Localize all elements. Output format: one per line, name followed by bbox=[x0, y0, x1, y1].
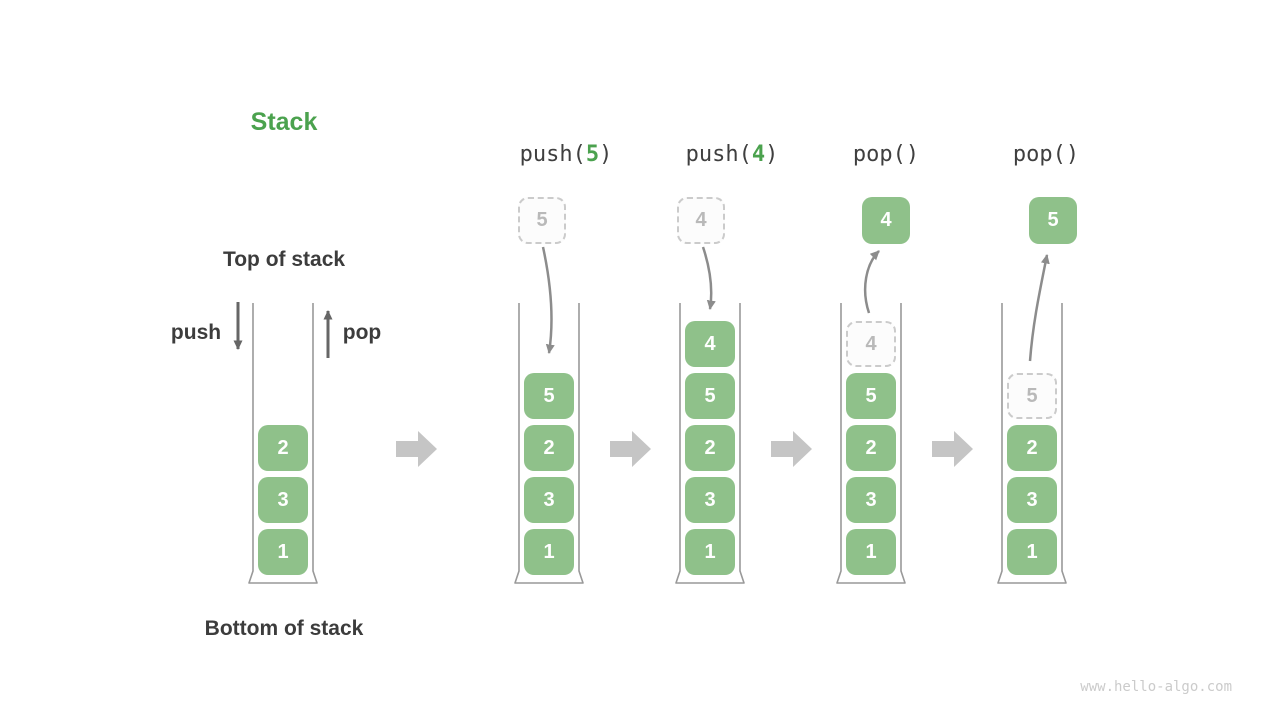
stack-item: 2 bbox=[1007, 425, 1057, 471]
operation-text: pop() bbox=[852, 142, 920, 167]
stack-container bbox=[248, 303, 318, 584]
stack-item: 3 bbox=[1007, 477, 1057, 523]
operation-text: ) bbox=[765, 142, 779, 167]
stack-item: 4 bbox=[685, 321, 735, 367]
stack-item: 1 bbox=[1007, 529, 1057, 575]
page-title: Stack bbox=[250, 108, 318, 136]
operation-text: push( bbox=[685, 142, 752, 167]
stack-item: 1 bbox=[846, 529, 896, 575]
operation-label: push(5) bbox=[520, 142, 613, 167]
bottom-of-stack-label: Bottom of stack bbox=[204, 617, 364, 640]
stack-container bbox=[675, 303, 745, 584]
top-of-stack-label: Top of stack bbox=[222, 248, 346, 271]
stack-item: 3 bbox=[685, 477, 735, 523]
operation-text: pop() bbox=[1012, 142, 1080, 167]
operation-argument: 5 bbox=[585, 142, 600, 167]
stack-container bbox=[514, 303, 584, 584]
stack-container bbox=[997, 303, 1067, 584]
transition-arrow-icon bbox=[396, 431, 437, 467]
ghost-item: 5 bbox=[1007, 373, 1057, 419]
stack-item: 5 bbox=[524, 373, 574, 419]
push-curve-arrow-icon bbox=[541, 246, 555, 354]
operation-label: pop() bbox=[853, 142, 919, 167]
stack-item: 2 bbox=[846, 425, 896, 471]
stack-container bbox=[836, 303, 906, 584]
floating-item: 5 bbox=[518, 197, 566, 244]
transition-arrow-icon bbox=[610, 431, 651, 467]
transition-arrow-icon bbox=[771, 431, 812, 467]
operation-text: push( bbox=[519, 142, 586, 167]
stack-item: 1 bbox=[524, 529, 574, 575]
operation-label: push(4) bbox=[686, 142, 779, 167]
stack-item: 3 bbox=[258, 477, 308, 523]
transition-arrow-icon bbox=[932, 431, 973, 467]
stack-item: 3 bbox=[846, 477, 896, 523]
floating-item: 4 bbox=[862, 197, 910, 244]
pop-curve-arrow-icon bbox=[863, 250, 880, 314]
floating-item: 5 bbox=[1029, 197, 1077, 244]
stack-item: 5 bbox=[846, 373, 896, 419]
pop-label: pop bbox=[342, 321, 382, 344]
stack-item: 2 bbox=[685, 425, 735, 471]
floating-item: 4 bbox=[677, 197, 725, 244]
ghost-item: 4 bbox=[846, 321, 896, 367]
stack-item: 2 bbox=[258, 425, 308, 471]
watermark: www.hello-algo.com bbox=[1080, 679, 1232, 695]
stack-item: 1 bbox=[685, 529, 735, 575]
push-label: push bbox=[170, 321, 222, 344]
stack-item: 3 bbox=[524, 477, 574, 523]
operation-text: ) bbox=[599, 142, 613, 167]
operation-label: pop() bbox=[1013, 142, 1079, 167]
pop-curve-arrow-icon bbox=[1028, 254, 1050, 362]
stack-item: 2 bbox=[524, 425, 574, 471]
stack-item: 1 bbox=[258, 529, 308, 575]
push-curve-arrow-icon bbox=[701, 246, 716, 310]
operation-argument: 4 bbox=[751, 142, 766, 167]
stack-item: 5 bbox=[685, 373, 735, 419]
